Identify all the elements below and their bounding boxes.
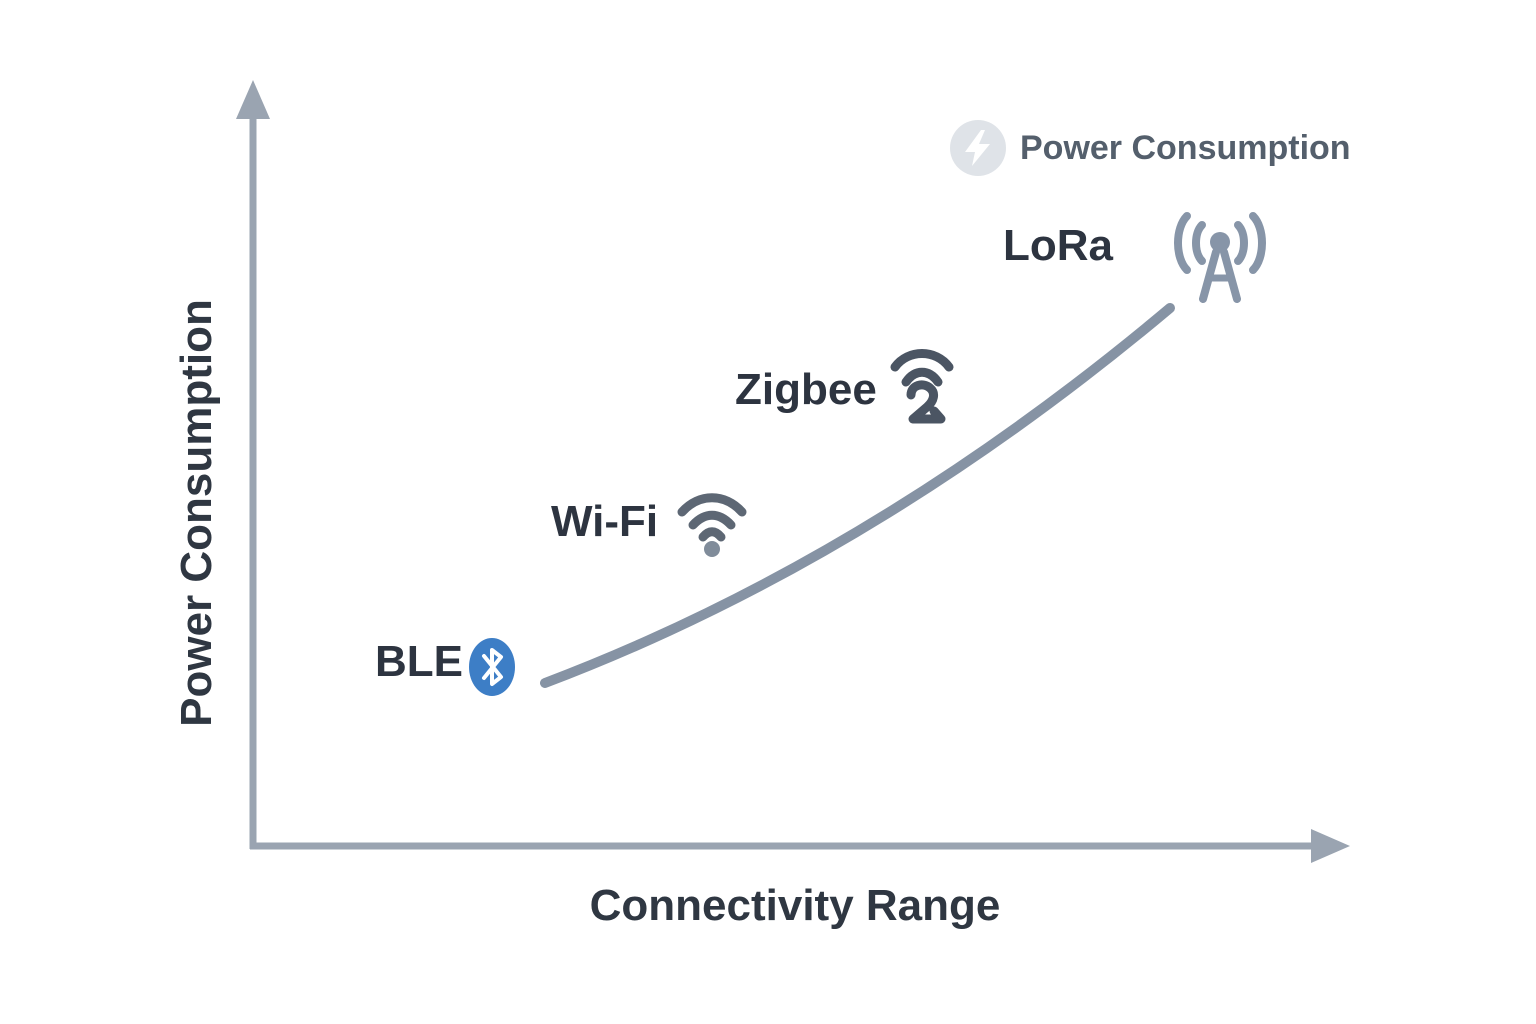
y-axis-arrowhead [236, 80, 270, 119]
lightning-bolt-icon [950, 120, 1006, 176]
bluetooth-icon [469, 638, 515, 696]
legend: Power Consumption [948, 118, 1351, 178]
data-point-label-wifi: Wi-Fi [551, 497, 659, 546]
data-point-label-lora: LoRa [1003, 221, 1113, 270]
x-axis-arrowhead [1311, 829, 1350, 863]
antenna-tower-icon [1174, 212, 1266, 303]
legend-label: Power Consumption [1020, 129, 1351, 167]
power-vs-range-curve [540, 303, 1175, 688]
wifi-icon [677, 493, 747, 557]
zigbee-icon [890, 349, 954, 424]
x-axis-label: Connectivity Range [589, 881, 1001, 930]
y-axis-label: Power Consumption [172, 299, 221, 727]
data-point-label-zigbee: Zigbee [735, 365, 877, 414]
data-point-label-ble: BLE [375, 637, 463, 686]
